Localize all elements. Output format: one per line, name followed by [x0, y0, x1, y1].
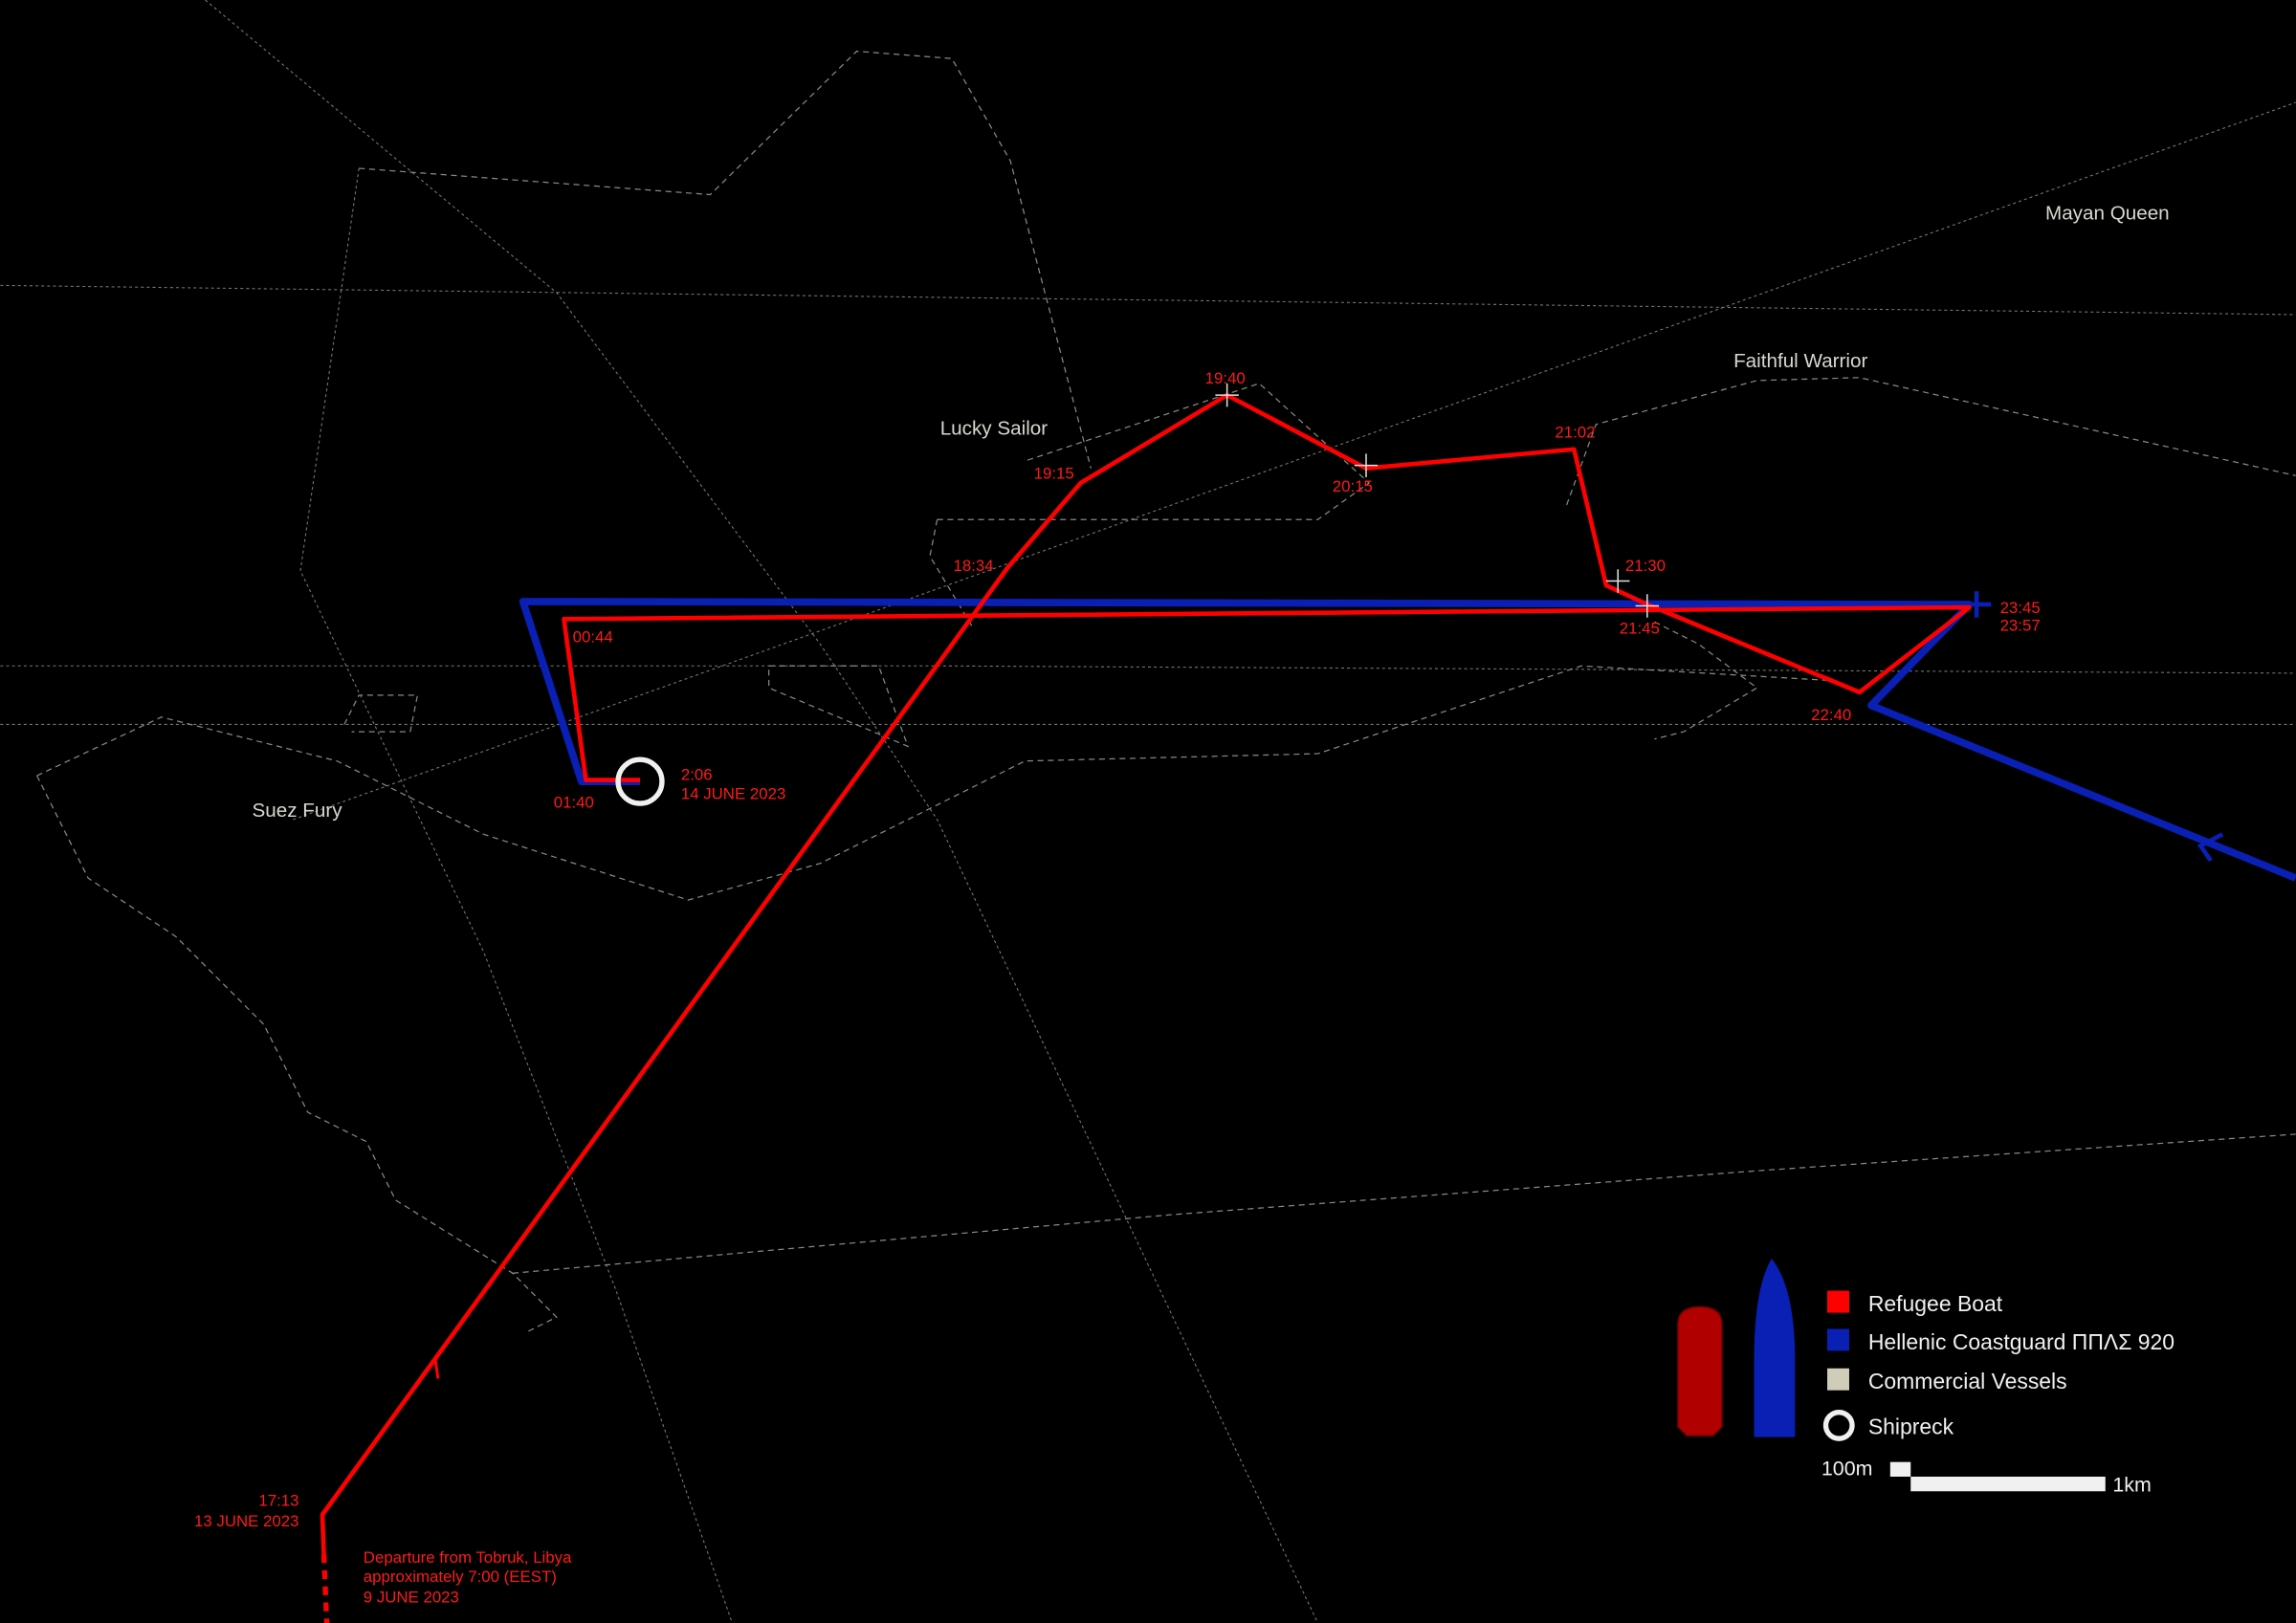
- time-label: 21:45: [1620, 620, 1660, 638]
- vessel-label-lucky-sailor: Lucky Sailor: [940, 417, 1049, 439]
- date-label: 14 JUNE 2023: [681, 784, 785, 802]
- time-label: 22:40: [1811, 706, 1851, 724]
- scale-bar-1km: [1910, 1476, 2106, 1492]
- departure-line-2: approximately 7:00 (EEST): [364, 1568, 557, 1586]
- time-label: 17:13: [258, 1492, 298, 1510]
- legend-swatch-coastguard: [1827, 1328, 1849, 1351]
- departure-line-3: 9 JUNE 2023: [364, 1589, 459, 1607]
- scale-label-1km: 1km: [2112, 1473, 2151, 1496]
- scale-label-100m: 100m: [1821, 1457, 1873, 1480]
- time-label: 01:40: [554, 794, 594, 812]
- coastguard-cross-marker: [1961, 591, 1992, 618]
- vessel-label-faithful-warrior: Faithful Warrior: [1733, 350, 1867, 372]
- time-label: 20:15: [1333, 477, 1373, 495]
- date-label: 13 JUNE 2023: [194, 1512, 298, 1530]
- coastguard-direction-arrow: [2197, 832, 2224, 863]
- position-markers: [1215, 383, 1660, 618]
- legend-label-coastguard: Hellenic Coastguard ΠΠΛΣ 920: [1868, 1329, 2175, 1354]
- time-label: 19:40: [1205, 369, 1246, 387]
- time-label: 00:44: [573, 628, 613, 647]
- time-label: 23:45: [2000, 599, 2041, 617]
- scale-bar-100m: [1889, 1461, 1911, 1477]
- refugee-direction-arrow: [420, 1354, 440, 1379]
- timestamps: 19:40 19:15 20:15 21:02 18:34 21:30 21:4…: [194, 369, 2041, 1607]
- legend-swatch-commercial: [1827, 1368, 1849, 1391]
- legend-swatch-refugee: [1827, 1290, 1849, 1313]
- refugee-track-dashed: [320, 1553, 330, 1623]
- departure-line-1: Departure from Tobruk, Libya: [364, 1548, 572, 1567]
- time-label: 23:57: [2000, 617, 2041, 635]
- legend-label-commercial: Commercial Vessels: [1868, 1369, 2067, 1393]
- time-label: 2:06: [681, 766, 713, 784]
- coastguard-track: [519, 598, 2296, 882]
- legend-label-refugee: Refugee Boat: [1868, 1291, 2003, 1316]
- time-label: 18:34: [953, 557, 993, 575]
- time-label: 21:02: [1555, 424, 1595, 442]
- time-label: 19:15: [1034, 464, 1074, 482]
- time-label: 21:30: [1625, 557, 1666, 575]
- coastguard-ship-icon: [1754, 1258, 1796, 1437]
- refugee-boat-icon: [1677, 1305, 1723, 1437]
- legend: Refugee Boat Hellenic Coastguard ΠΠΛΣ 92…: [1677, 1258, 2175, 1496]
- legend-label-shipwreck: Shipreck: [1868, 1415, 1954, 1439]
- refugee-track: [320, 392, 1972, 1555]
- shipwreck-marker[interactable]: [615, 757, 665, 806]
- legend-shipwreck-icon: [1822, 1409, 1855, 1441]
- vessel-label-suez-fury: Suez Fury: [253, 800, 343, 822]
- vessel-label-mayan-queen: Mayan Queen: [2045, 203, 2170, 225]
